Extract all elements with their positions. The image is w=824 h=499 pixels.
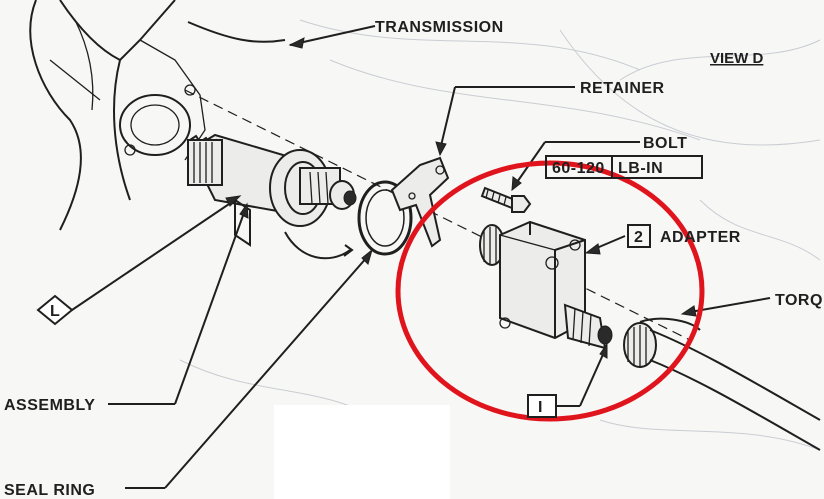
adapter-number: 2 [634, 229, 643, 246]
highlight-circle [395, 160, 705, 422]
label-assembly: ASSEMBLY [4, 397, 95, 414]
seal-ring [357, 180, 413, 256]
bolt [480, 186, 532, 213]
center-axis [184, 89, 691, 341]
label-view: VIEW D [710, 50, 764, 67]
bolt-spec-unit: LB-IN [618, 160, 663, 177]
adapter-callout: 2 ADAPTER [627, 224, 741, 248]
callout-1: I [527, 394, 557, 418]
retainer [390, 156, 450, 248]
callout-l-text: L [50, 303, 60, 320]
background-ghost-lines [179, 19, 821, 499]
callout-l: L [36, 294, 74, 326]
label-retainer: RETAINER [580, 80, 665, 97]
transmission-housing [29, 0, 286, 231]
bolt-torque-spec: 60-120 LB-IN [545, 155, 703, 179]
label-torq: TORQ [775, 292, 823, 309]
gear-assembly [187, 133, 357, 260]
callout-1-text: I [538, 399, 542, 416]
label-transmission: TRANSMISSION [375, 19, 504, 36]
leader-lines [71, 25, 771, 489]
label-bolt: BOLT [643, 135, 687, 152]
label-adapter: ADAPTER [660, 229, 741, 246]
adapter [479, 220, 613, 350]
bolt-spec-value: 60-120 [552, 160, 605, 177]
label-seal-ring: SEAL RING [4, 482, 95, 499]
